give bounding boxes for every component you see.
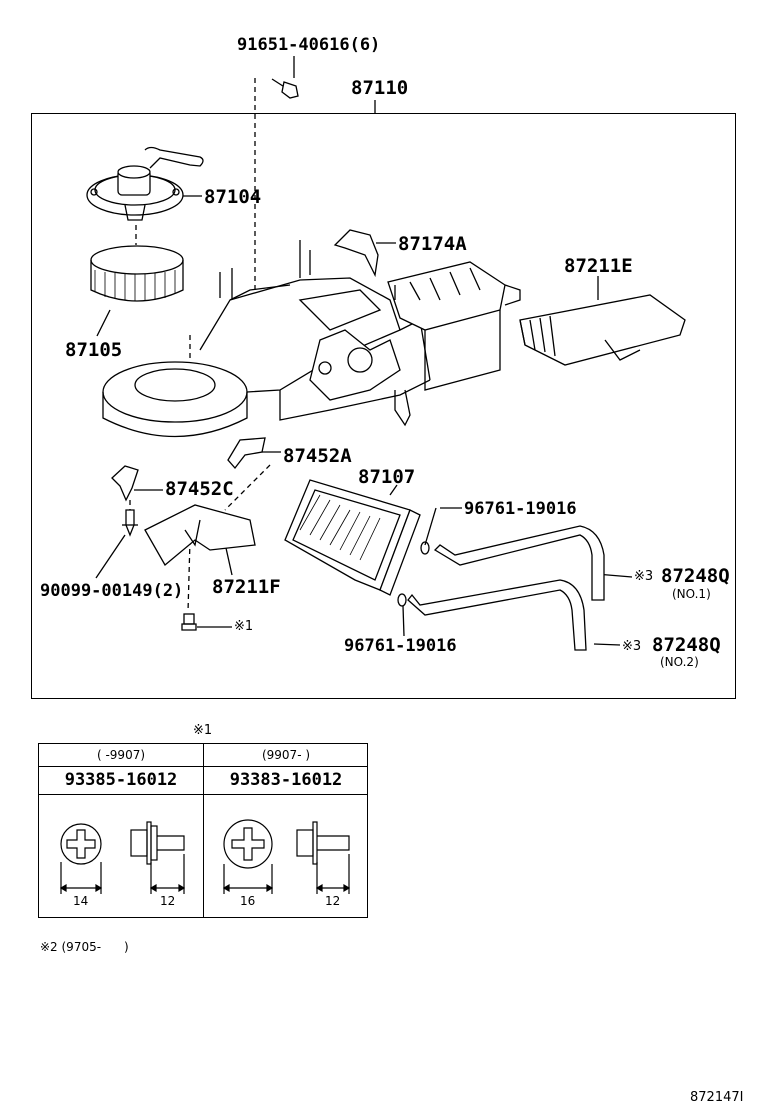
bracket-87174a [333, 229, 379, 278]
label-oring-2: 96761-19016 [344, 636, 457, 656]
table-rule [39, 766, 367, 767]
oring-1 [420, 541, 430, 555]
col2-dim-len: 12 [325, 894, 341, 908]
label-pipe-no2: 87248Q [652, 634, 721, 656]
col2-part: 93383-16012 [229, 770, 343, 790]
blower-motor [86, 146, 204, 221]
col2-period: (9907- ) [261, 748, 311, 762]
label-pipe-no1-sub: (NO.1) [672, 587, 711, 601]
label-core: 87107 [358, 466, 416, 488]
col1-dim-head: 14 [73, 894, 89, 908]
leader-lines [95, 56, 633, 646]
heater-core-87107 [284, 479, 421, 596]
label-duct-87211e: 87211E [564, 255, 633, 277]
pipe-87248q-no1 [433, 525, 605, 601]
heater-unit [102, 240, 521, 438]
col1-dim-len: 12 [160, 894, 176, 908]
label-screw: 90099-00149(2) [40, 581, 184, 601]
bolt-sketches [59, 819, 351, 894]
oring-2 [397, 593, 407, 607]
label-pipe-no2-mark: ※3 [622, 639, 642, 654]
blower-fan [90, 245, 184, 302]
table-rule [39, 794, 367, 795]
bolt-91651 [271, 78, 299, 99]
col1-period: ( -9907) [96, 748, 146, 762]
label-oring-1: 96761-19016 [464, 499, 577, 519]
assembly-frame [31, 113, 736, 699]
bracket-87452c [111, 465, 139, 502]
label-fan: 87105 [65, 339, 123, 361]
col1-part: 93385-16012 [64, 770, 178, 790]
diagram-id: 872147I [690, 1090, 744, 1105]
duct-87211f [144, 504, 256, 566]
note-mark2: ※2 (9705- ) [40, 940, 129, 954]
bolt-table: ( -9907) (9907- ) 93385-16012 93383-1601… [38, 743, 368, 918]
table-mark: ※1 [193, 723, 213, 738]
label-bracket-87174a: 87174A [398, 233, 467, 255]
label-mark1: ※1 [234, 619, 254, 634]
label-duct-87211f: 87211F [212, 576, 281, 598]
label-unit: 87110 [351, 77, 409, 99]
screw-90099 [122, 509, 138, 537]
label-bolt-top: 91651-40616(6) [237, 35, 381, 55]
bracket-87452a [227, 437, 266, 470]
label-bracket-87452c: 87452C [165, 478, 234, 500]
pipe-87248q-no2 [407, 579, 587, 651]
table-divider [203, 744, 204, 917]
label-pipe-no1: 87248Q [661, 565, 730, 587]
label-bracket-87452a: 87452A [283, 445, 352, 467]
col2-dim-head: 16 [240, 894, 256, 908]
label-pipe-no1-mark: ※3 [634, 569, 654, 584]
label-motor: 87104 [204, 186, 262, 208]
bolt-mark1 [181, 613, 197, 631]
duct-87211e [519, 294, 686, 366]
label-pipe-no2-sub: (NO.2) [660, 655, 699, 669]
